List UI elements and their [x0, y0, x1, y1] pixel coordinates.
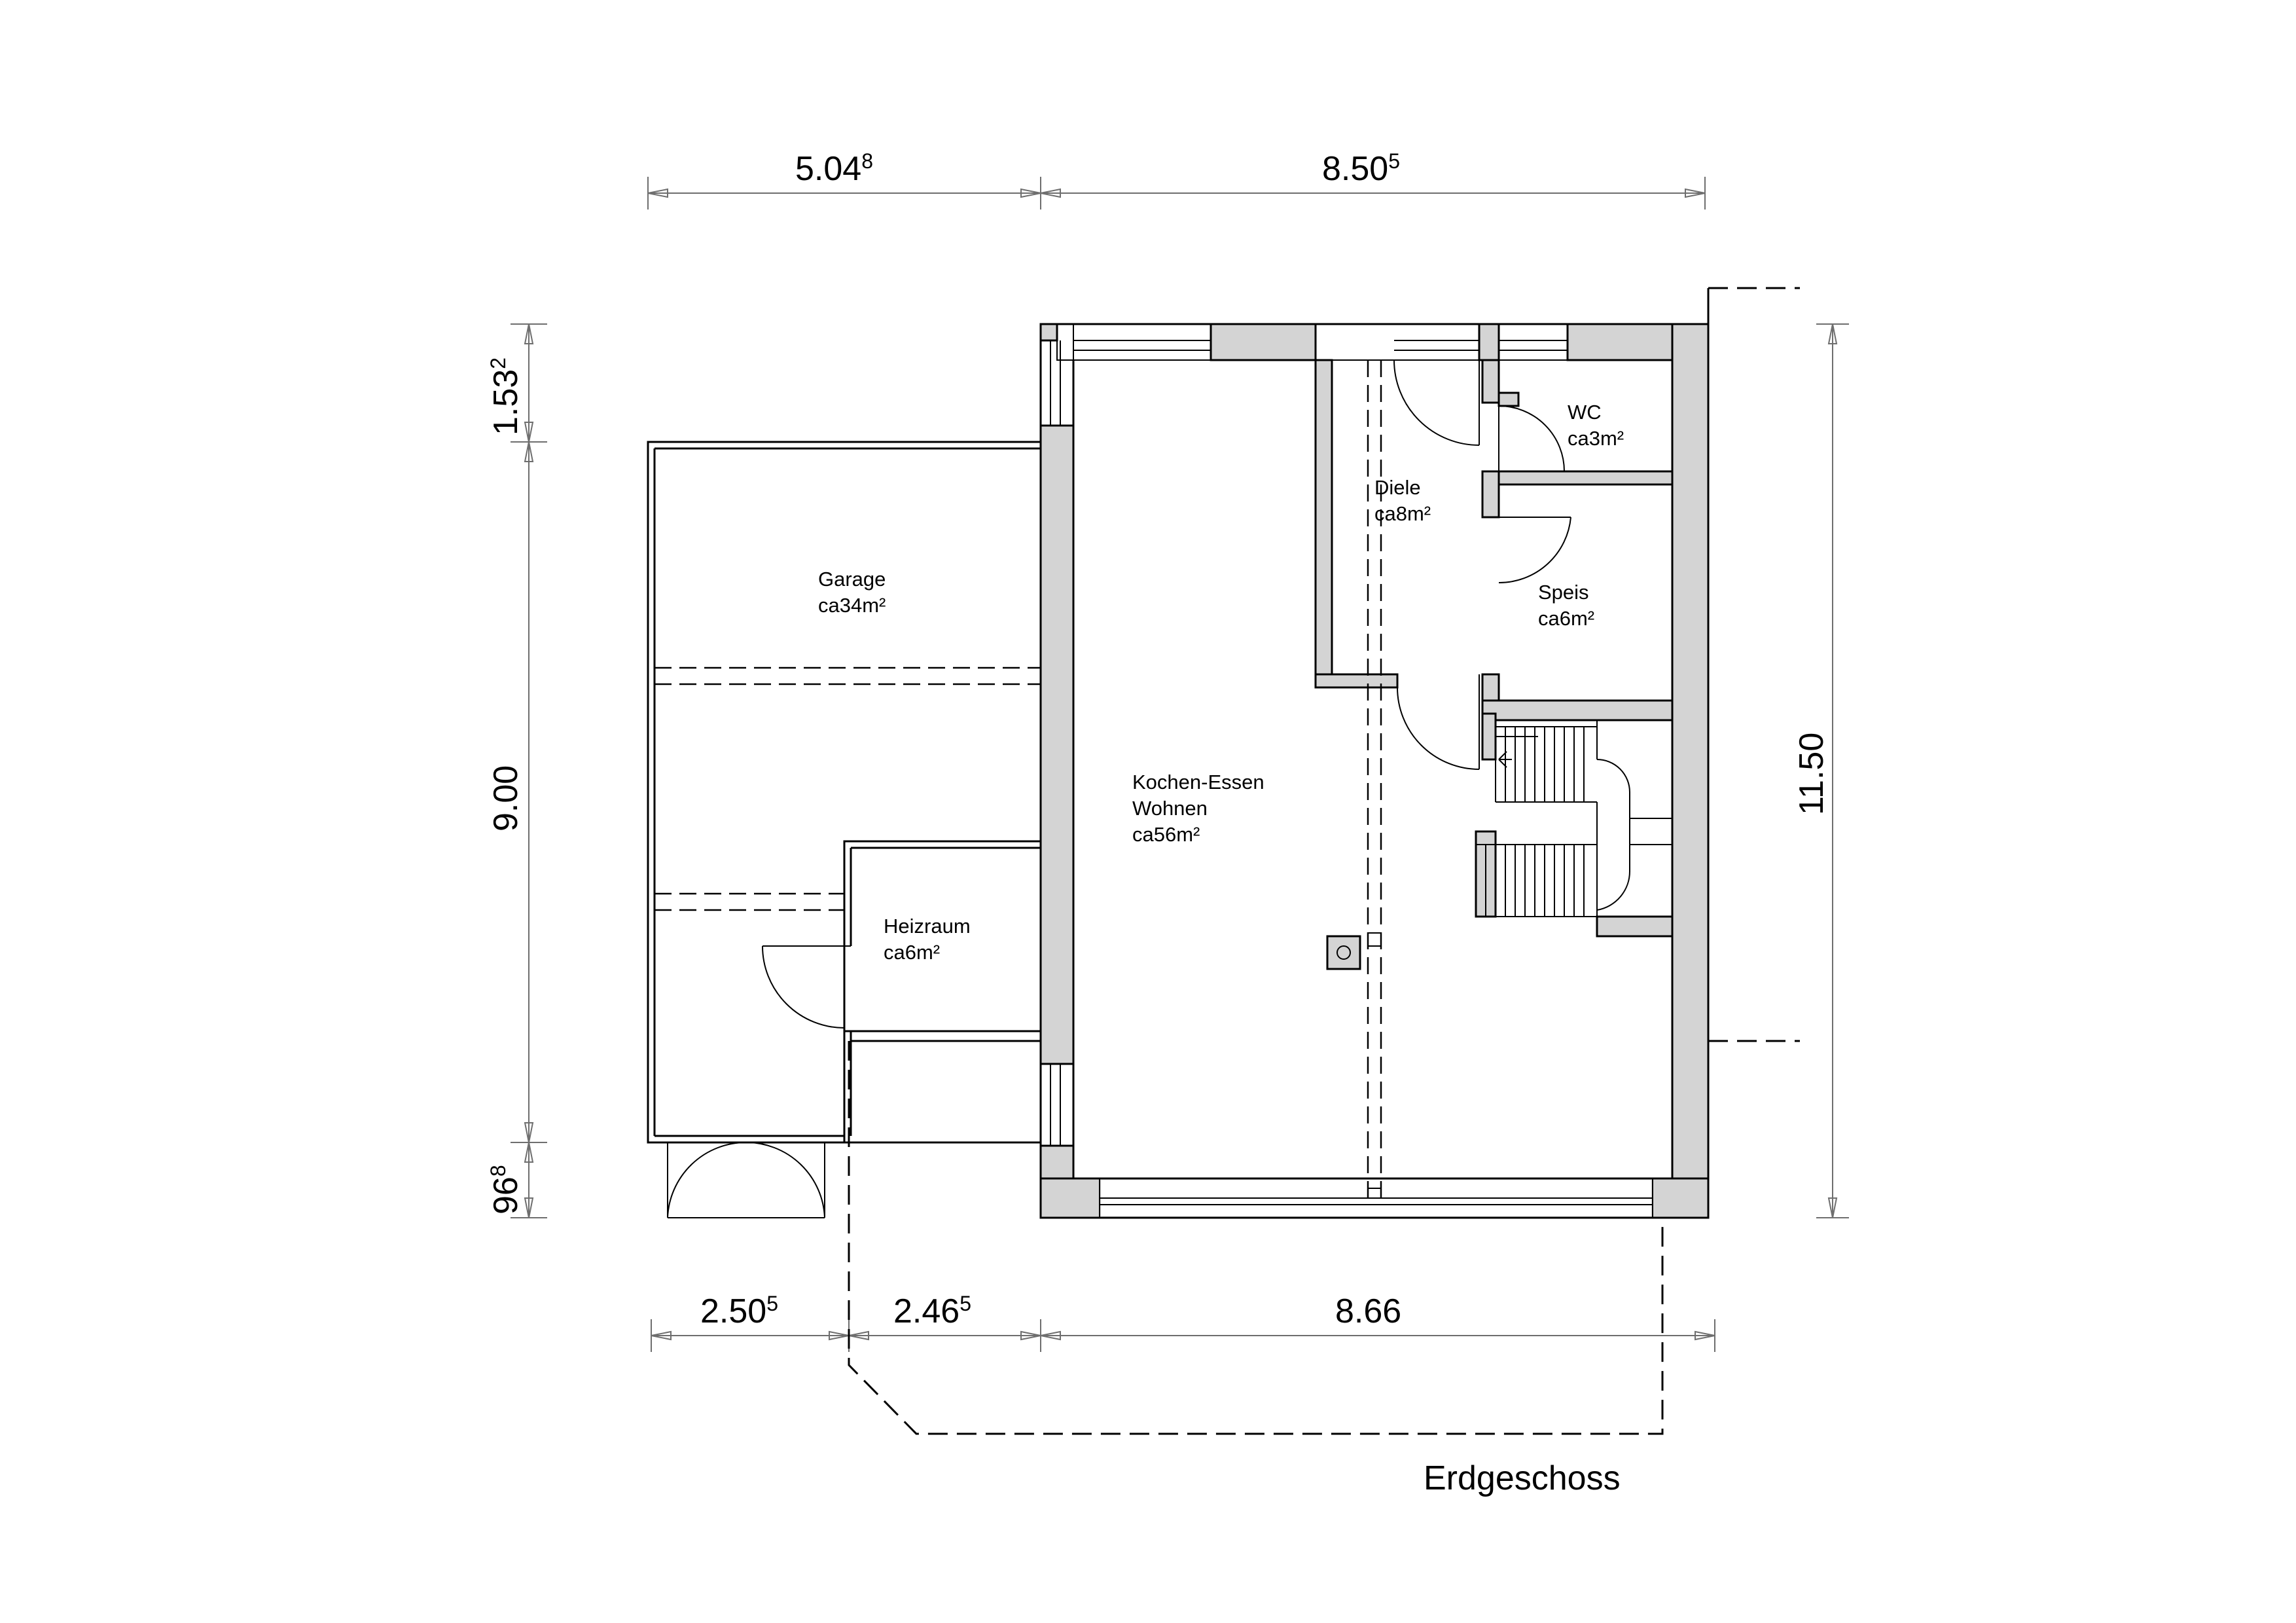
plan-title: Erdgeschoss: [1424, 1459, 1621, 1497]
heizraum-name: Heizraum: [884, 915, 971, 938]
dim-top-right: 8.505: [1322, 149, 1400, 188]
staircase: [1475, 720, 1672, 917]
dimension-lines: [511, 177, 1849, 1352]
diele-name: Diele: [1374, 476, 1421, 499]
heizraum-area: ca6m²: [884, 941, 940, 964]
terrace-outline: [848, 1041, 1664, 1435]
beam-lines: [1326, 360, 1382, 1199]
speis-area: ca6m²: [1538, 607, 1594, 630]
kochen-area: ca56m²: [1132, 823, 1200, 846]
dim-left-mid: 9.00: [487, 765, 525, 831]
dimension-labels: 5.048 8.505 1.532 9.00 968 11.50 2.505 2…: [486, 149, 1831, 1330]
speis-name: Speis: [1538, 581, 1589, 604]
garage-area: ca34m²: [818, 594, 886, 617]
dim-right: 11.50: [1793, 733, 1831, 815]
house-doors: [1393, 359, 1571, 770]
wc-area: ca3m²: [1568, 427, 1624, 450]
wc-name: WC: [1568, 401, 1602, 424]
dim-bottom-2: 2.465: [893, 1292, 971, 1330]
dim-bottom-3: 8.66: [1335, 1292, 1401, 1330]
garage-walls: [647, 441, 1042, 1218]
garage-name: Garage: [818, 568, 886, 591]
dim-top-left: 5.048: [795, 149, 873, 188]
house-walls: [1039, 323, 1710, 1219]
room-labels: Garage ca34m² Heizraum ca6m² Kochen-Esse…: [818, 401, 1624, 964]
dim-left-top: 1.532: [486, 357, 525, 435]
diele-area: ca8m²: [1374, 502, 1431, 525]
wohnen-name: Wohnen: [1132, 797, 1208, 820]
kochen-name: Kochen-Essen: [1132, 771, 1265, 793]
dim-bottom-1: 2.505: [700, 1292, 778, 1330]
balcony-outline: [1707, 287, 1800, 1042]
dim-left-bottom: 968: [486, 1165, 525, 1214]
